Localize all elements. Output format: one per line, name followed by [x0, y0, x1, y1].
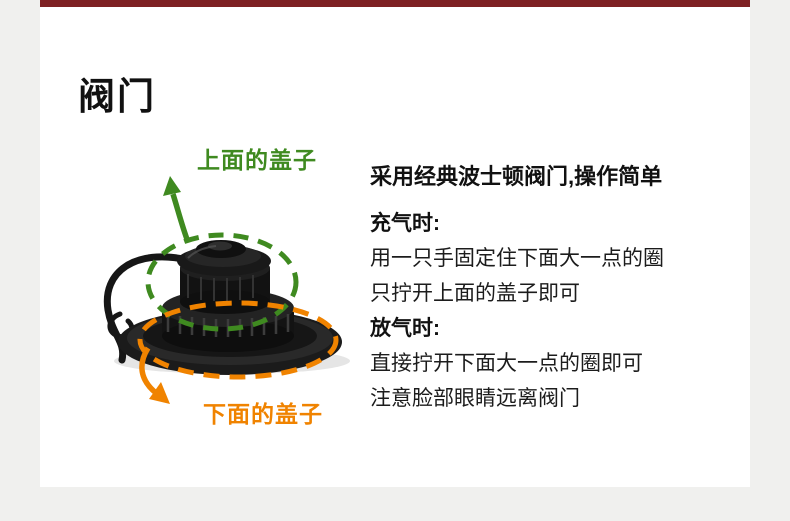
bottom-ring-highlight-ellipse [137, 300, 339, 380]
inflate-line-1: 用一只手固定住下面大一点的圈 [370, 247, 664, 270]
inflate-line-2: 只拧开上面的盖子即可 [370, 282, 580, 305]
bottom-cap-arrow [139, 346, 170, 404]
deflate-title: 放气时: [370, 317, 440, 340]
accent-top-bar [40, 0, 750, 7]
top-cap-arrow [163, 176, 191, 243]
instructions-block: 采用经典波士顿阀门,操作简单 充气时: 用一只手固定住下面大一点的圈 只拧开上面… [370, 162, 730, 416]
bottom-cap-label: 下面的盖子 [203, 401, 323, 427]
top-cap-highlight-ellipse [145, 232, 299, 332]
deflate-line-1: 直接拧开下面大一点的圈即可 [370, 352, 643, 375]
valve-photo [103, 176, 350, 404]
deflate-line-2: 注意脸部眼睛远离阀门 [370, 387, 580, 410]
top-cap-label: 上面的盖子 [197, 147, 317, 173]
valve-illustration [60, 130, 370, 445]
product-info-card: 阀门 [40, 0, 750, 487]
instructions-headline: 采用经典波士顿阀门,操作简单 [370, 164, 663, 189]
inflate-title: 充气时: [370, 212, 440, 235]
section-title: 阀门 [78, 76, 156, 117]
valve-top-cap [177, 240, 271, 276]
